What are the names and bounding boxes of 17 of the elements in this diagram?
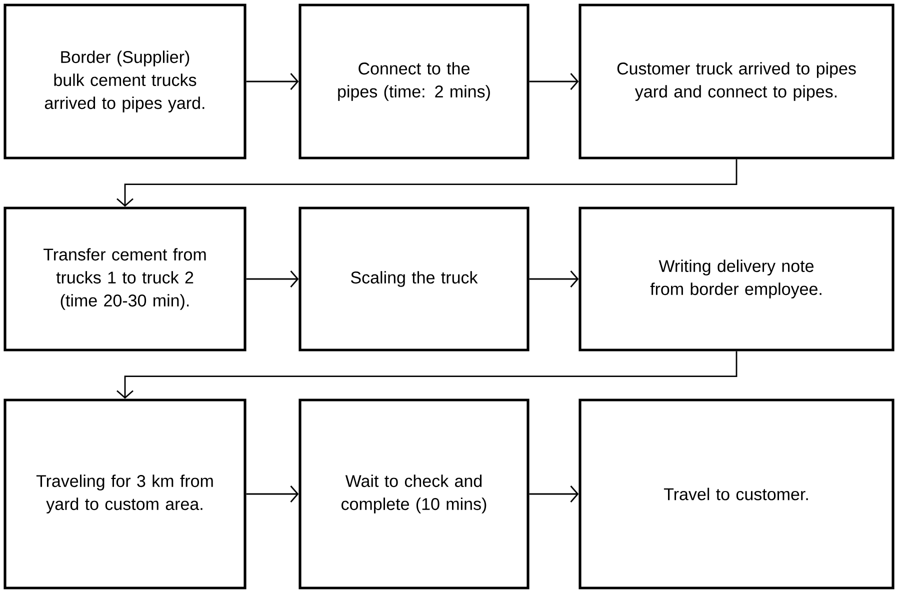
arrow	[246, 73, 299, 90]
process-box: Customer truck arrived to pipes yard and connect to pipes.	[578, 4, 894, 160]
process-box: Writing delivery note from border employee.	[578, 206, 894, 352]
arrow	[246, 270, 299, 288]
process-box: Connect to the pipes (time: 2 mins)	[298, 4, 530, 160]
arrow	[529, 73, 579, 90]
arrow	[529, 270, 579, 288]
process-box: Transfer cement from trucks 1 to truck 2 (time 20-30 min).	[4, 206, 246, 352]
arrow	[529, 486, 579, 502]
process-box: Wait to check and complete (10 mins)	[298, 398, 530, 590]
arrow	[246, 486, 299, 502]
process-box: Travel to customer.	[578, 398, 894, 590]
arrow	[116, 351, 738, 399]
process-box: Border (Supplier) bulk cement trucks arrived to pipes yard.	[4, 4, 246, 160]
process-box: Traveling for 3 km from yard to custom area.	[4, 398, 246, 590]
process-box: Scaling the truck	[298, 206, 530, 352]
arrow	[116, 159, 738, 207]
